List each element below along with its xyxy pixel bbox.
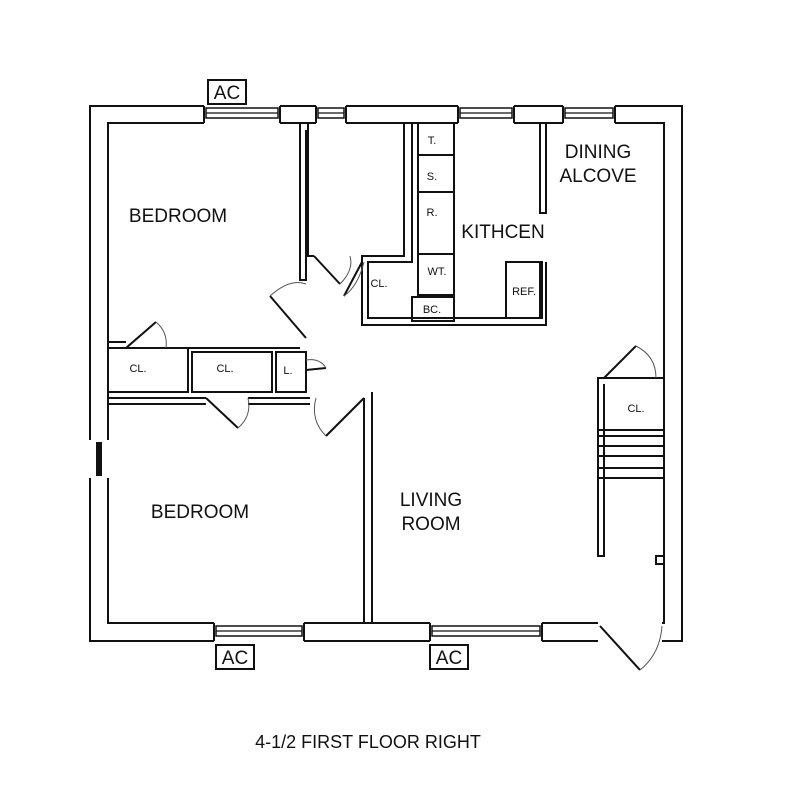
ac-box-bottom-right	[429, 644, 469, 670]
middle-closet	[191, 351, 273, 393]
room-label-living-line2: ROOM	[401, 514, 460, 535]
ac-label-bottom-right: AC	[436, 648, 462, 669]
room-label-bedroom-bottom: BEDROOM	[151, 502, 249, 523]
fixture-label-wt: WT.	[428, 266, 447, 278]
ac-label-bottom-left: AC	[222, 648, 248, 669]
linen-closet	[275, 351, 307, 393]
fixture-label-bc: BC.	[423, 304, 441, 316]
room-labels: BEDROOM BEDROOM KITHCEN DINING ALCOVE LI…	[129, 142, 637, 535]
room-label-bedroom-top: BEDROOM	[129, 206, 227, 227]
ac-units: AC AC AC	[207, 79, 469, 670]
ac-box-bottom-left	[215, 644, 255, 670]
windows	[96, 106, 616, 641]
closet-label-kitchen: CL.	[370, 278, 387, 290]
ac-box-top	[207, 79, 247, 105]
ac-label-top: AC	[214, 83, 240, 104]
fixture-label-s: S.	[427, 171, 437, 183]
window-left	[96, 442, 102, 476]
closet-label-left: CL.	[129, 363, 146, 375]
fixture-labels: T. S. R. WT. BC. REF. CL. CL. CL. L. CL.	[129, 135, 644, 415]
room-label-kitchen: KITHCEN	[461, 222, 544, 243]
left-closet	[107, 347, 189, 393]
plan-caption: 4-1/2 FIRST FLOOR RIGHT	[255, 732, 481, 752]
broom-closet	[411, 296, 455, 322]
closet-label-middle: CL.	[216, 363, 233, 375]
fixture-label-t: T.	[428, 135, 437, 147]
refrigerator	[505, 261, 543, 319]
stair-closet	[597, 377, 665, 431]
fixture-label-ref: REF.	[512, 286, 536, 298]
doors	[125, 255, 663, 671]
room-label-living-line1: LIVING	[400, 490, 462, 511]
room-label-dining-line1: DINING	[565, 142, 632, 163]
closet-label-stair: CL.	[627, 403, 644, 415]
closet-label-linen: L.	[283, 365, 292, 377]
interior-walls	[107, 122, 665, 623]
room-label-dining-line2: ALCOVE	[559, 166, 636, 187]
fixture-label-r: R.	[427, 207, 438, 219]
